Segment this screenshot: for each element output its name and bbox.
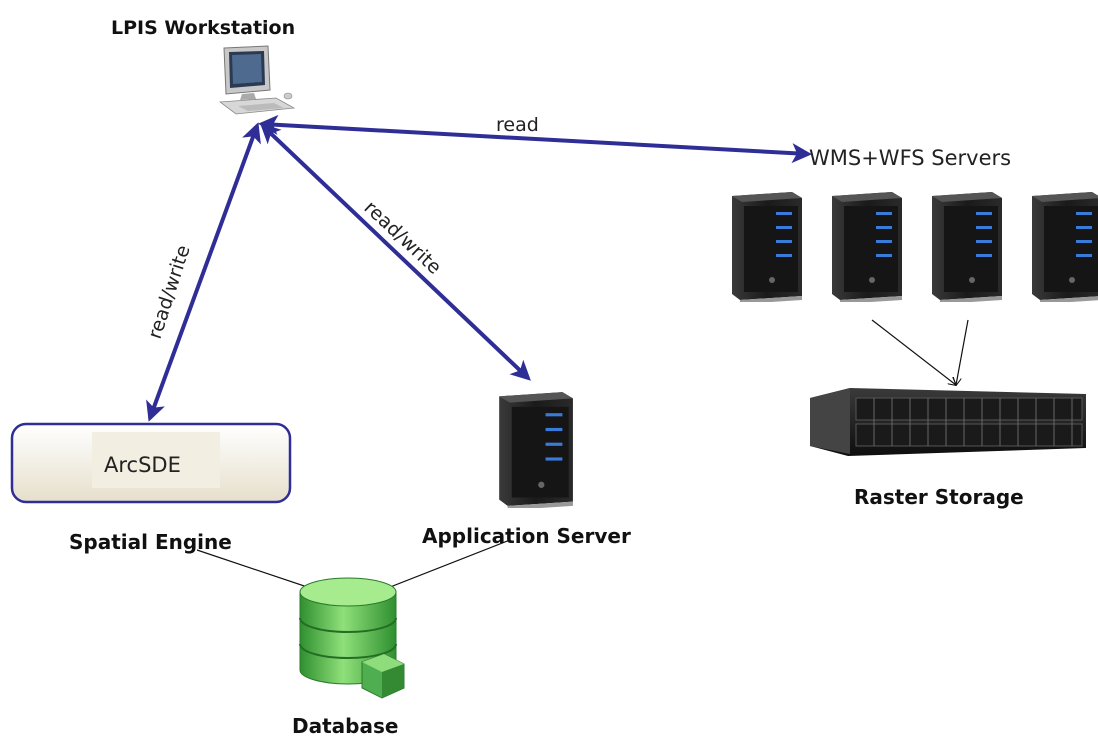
workstation-label: LPIS Workstation xyxy=(111,17,295,39)
spatial-engine-label: Spatial Engine xyxy=(69,530,232,554)
database-cylinder-icon xyxy=(299,577,405,699)
edge-label-read-write-arcsde: read/write xyxy=(144,243,195,342)
database-label: Database xyxy=(292,714,398,738)
desktop-computer-icon xyxy=(218,45,296,115)
raster-storage-label: Raster Storage xyxy=(854,485,1024,509)
app-server xyxy=(499,392,573,508)
application-server-label: Application Server xyxy=(422,524,631,548)
wms-server-1 xyxy=(732,192,802,302)
wms-server-2 xyxy=(832,192,902,302)
tower-server-icon xyxy=(732,192,802,302)
arcsde-label: ArcSDE xyxy=(104,453,181,477)
edge-server-to-raster-2 xyxy=(956,319,969,385)
tower-server-icon xyxy=(1032,192,1098,302)
wms-server-3 xyxy=(932,192,1002,302)
wms-wfs-label: WMS+WFS Servers xyxy=(809,146,1011,170)
wms-server-4 xyxy=(1032,192,1098,302)
rack-storage-icon xyxy=(810,388,1086,456)
edge-workstation-appserver xyxy=(260,123,531,381)
arcsde-inner-panel xyxy=(92,432,220,488)
edge-label-read-write-appserver: read/write xyxy=(360,197,446,279)
edge-server-to-raster-1 xyxy=(871,319,956,385)
tower-server-icon xyxy=(499,392,573,508)
edge-label-read: read xyxy=(496,114,539,136)
tower-server-icon xyxy=(932,192,1002,302)
tower-server-icon xyxy=(832,192,902,302)
edge-workstation-arcsde xyxy=(146,122,261,422)
